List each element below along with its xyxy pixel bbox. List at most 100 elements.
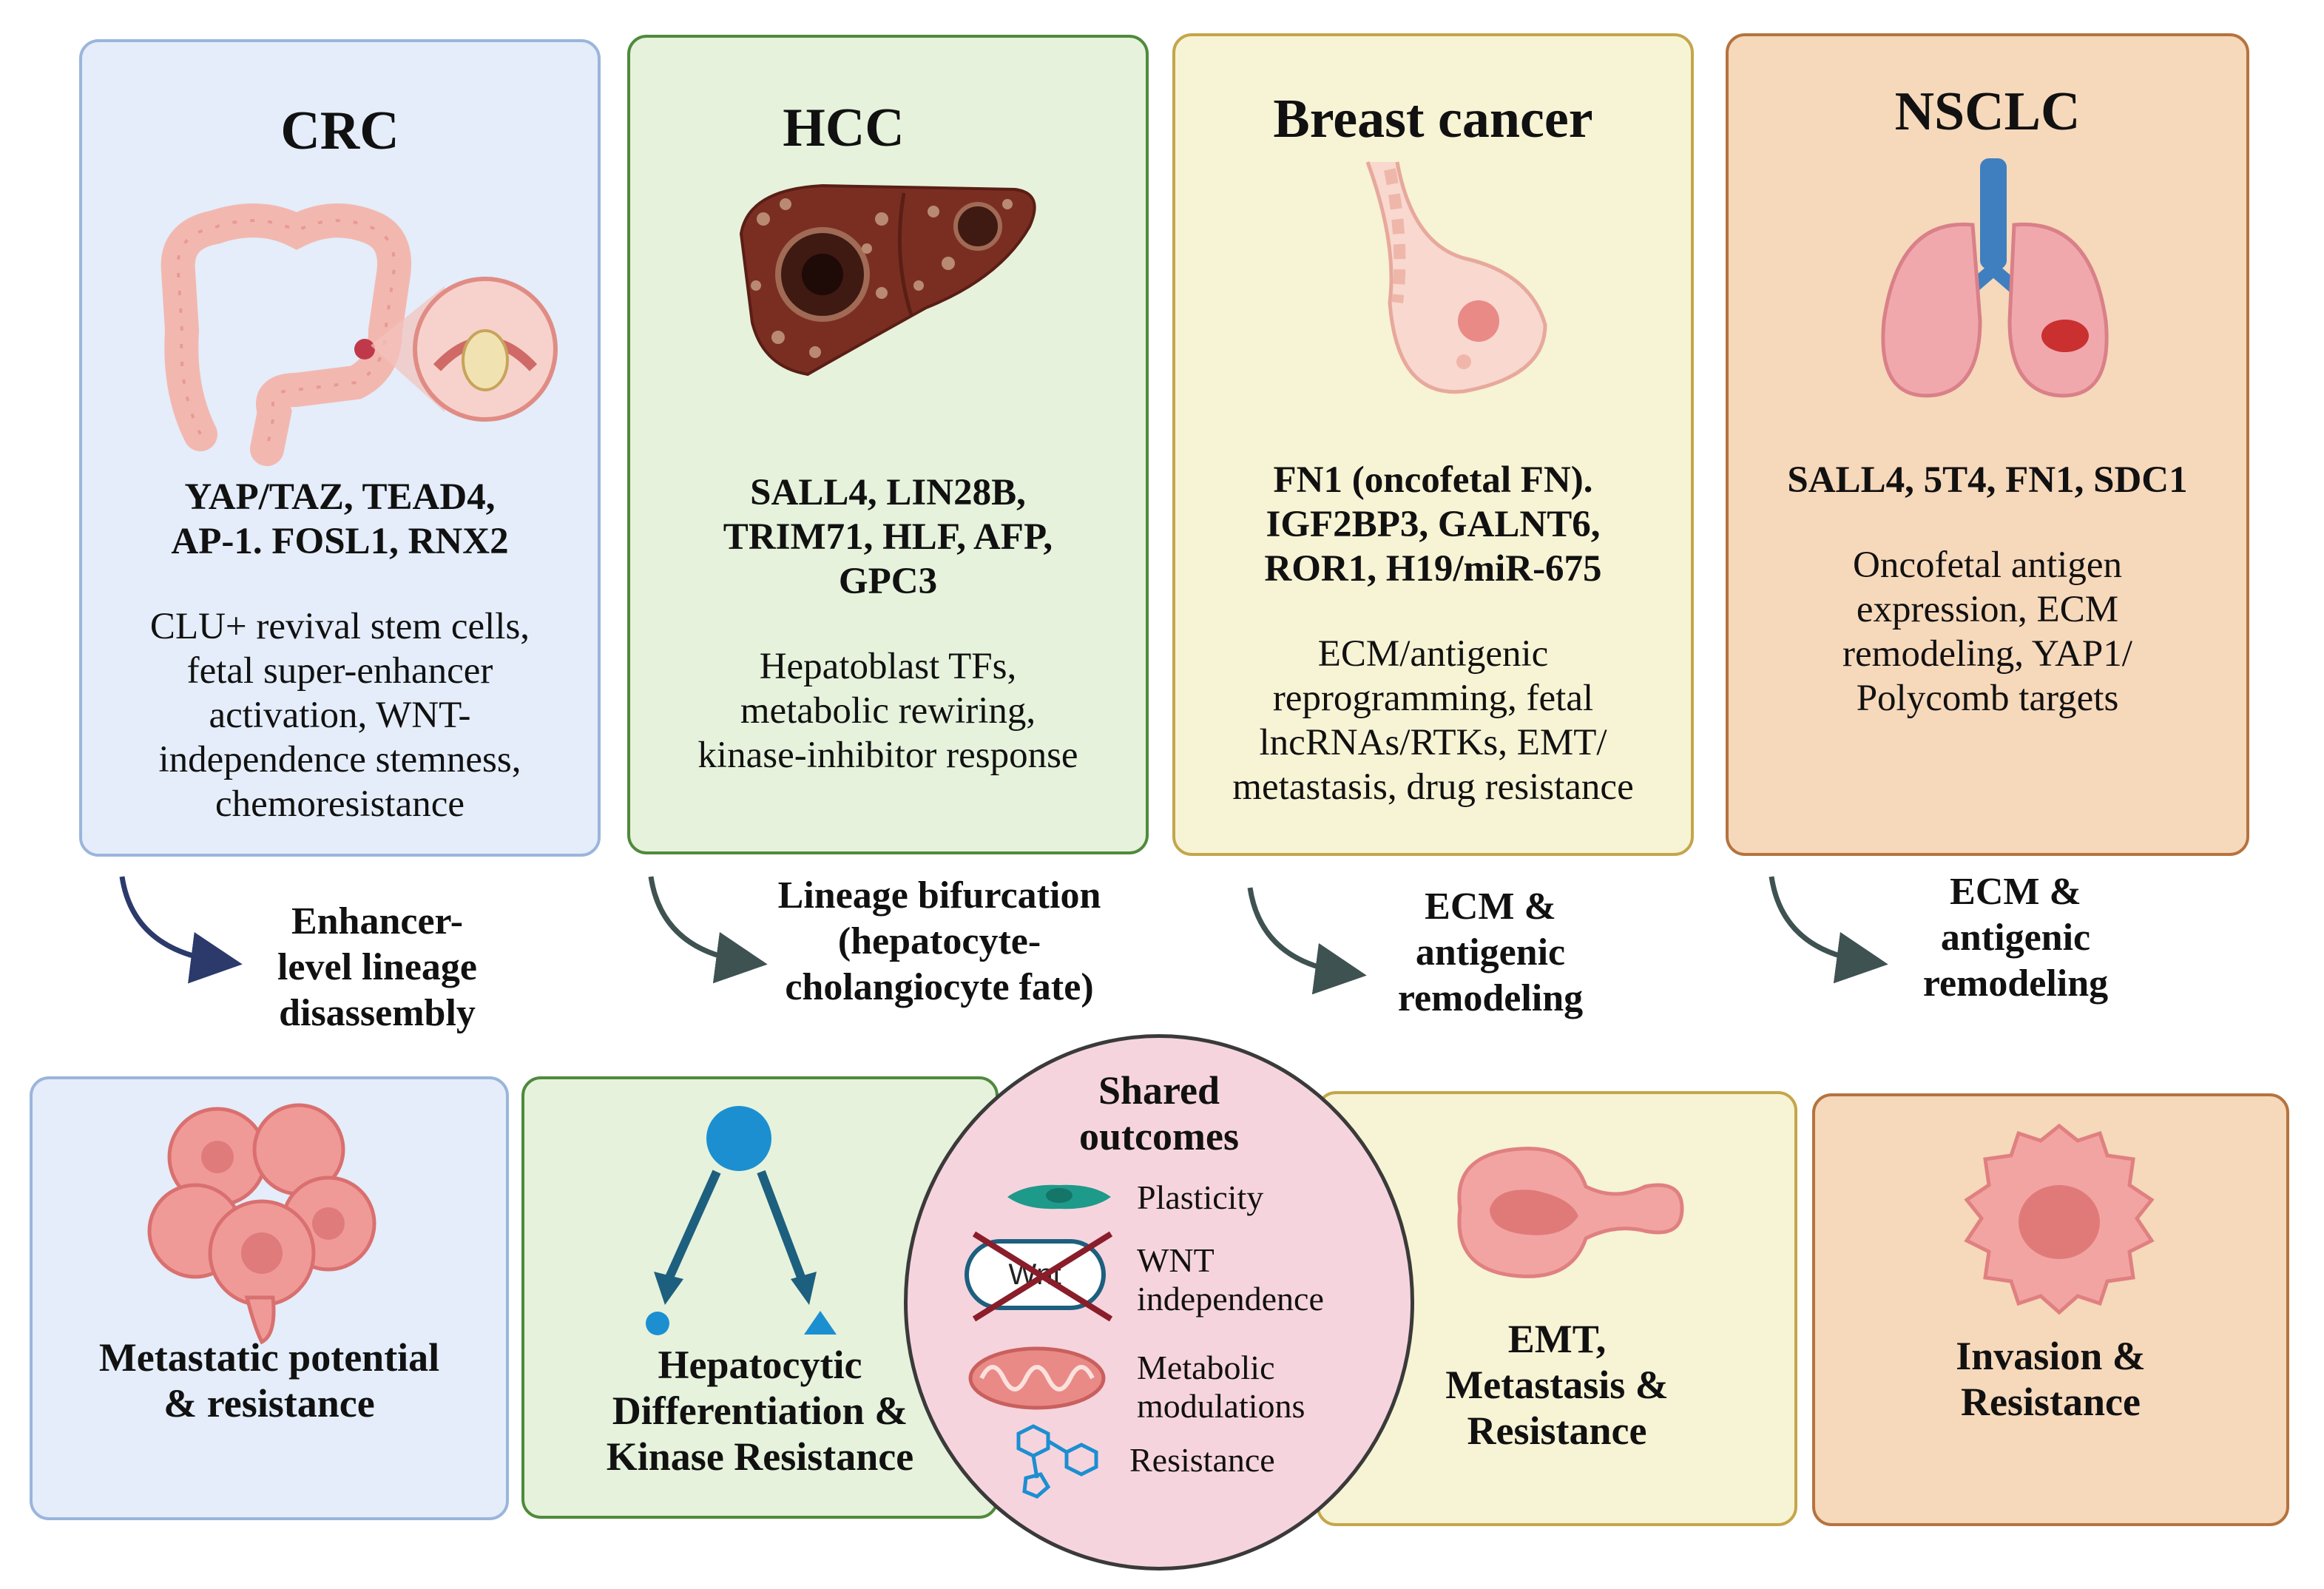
outcome-line: Resistance (1467, 1408, 1647, 1453)
marker-line: AP-1. FOSL1, RNX2 (171, 521, 509, 562)
marker-line: FN1 (oncofetal FN). (1273, 459, 1593, 501)
shared-title-line: outcomes (1079, 1114, 1239, 1158)
transition-line: ECM & (1950, 871, 2081, 913)
hcc-markers: SALL4, LIN28B, TRIM71, HLF, AFP, GPC3 (630, 470, 1146, 604)
breast-cancer-panel: Breast cancer FN1 (oncofetal FN). IGF2BP… (1172, 33, 1694, 856)
transition-line: remodeling (1397, 977, 1584, 1019)
wnt-independence-label: WNT independence (1137, 1241, 1324, 1318)
breast-description: ECM/antigenic reprogramming, fetal lncRN… (1175, 632, 1691, 809)
emt-cell-icon (1457, 1147, 1684, 1278)
hcc-description: Hepatoblast TFs, metabolic rewiring, kin… (630, 644, 1146, 777)
nsclc-panel: NSCLC SALL4, 5T4, FN1, SDC1 Oncofetal an… (1726, 33, 2249, 856)
lineage-bifurcation-icon (646, 1106, 837, 1335)
mitochondrion-icon (968, 1346, 1106, 1410)
transition-line: level lineage (277, 946, 478, 988)
transition-line: ECM & (1425, 885, 1556, 928)
nsclc-transition-label: ECM & antigenic remodeling (1871, 869, 2160, 1007)
hcc-panel: HCC SALL4, LIN28B, TRIM71, HLF, AFP, GPC… (627, 35, 1149, 854)
crc-transition-label: Enhancer- level lineage disassembly (222, 899, 533, 1036)
outcome-line: Metastasis & (1445, 1363, 1669, 1407)
nsclc-outcome-box: Invasion & Resistance (1812, 1093, 2289, 1526)
outcome-line: Hepatocytic (658, 1343, 862, 1387)
description-line: Hepatoblast TFs, (759, 646, 1017, 687)
transition-line: cholangiocyte fate) (785, 966, 1094, 1008)
outcome-line: Kinase Resistance (606, 1434, 914, 1479)
crc-description: CLU+ revival stem cells, fetal super-enh… (82, 604, 598, 826)
description-line: kinase-inhibitor response (697, 735, 1078, 776)
hcc-transition-label: Lineage bifurcation (hepatocyte- cholang… (732, 873, 1146, 1011)
description-line: metastasis, drug resistance (1232, 766, 1634, 808)
shared-outcomes-circle: Shared outcomes Plasticity Wnt WNT indep… (904, 1034, 1414, 1571)
nsclc-arrow (1769, 876, 1888, 984)
description-line: fetal super-enhancer (186, 650, 493, 692)
panel-title: CRC (280, 101, 399, 161)
marker-line: ROR1, H19/miR-675 (1264, 548, 1602, 590)
description-line: Polycomb targets (1856, 678, 2119, 719)
marker-line: IGF2BP3, GALNT6, (1266, 504, 1601, 545)
marker-line: SALL4, 5T4, FN1, SDC1 (1787, 459, 2188, 501)
description-line: CLU+ revival stem cells, (149, 606, 530, 647)
molecule-icon (1016, 1424, 1098, 1499)
panel-title: Breast cancer (1273, 89, 1593, 149)
outcome-line: Resistance (1961, 1380, 2141, 1424)
description-line: reprogramming, fetal (1272, 678, 1594, 719)
crc-panel: CRC YAP/TAZ, TEAD4, AP-1. FOSL1, RNX2 CL… (79, 39, 601, 857)
shared-outcomes-title: Shared outcomes (908, 1067, 1411, 1159)
description-line: chemoresistance (215, 783, 465, 825)
transition-line: antigenic (1415, 931, 1566, 974)
description-line: metabolic rewiring, (740, 690, 1036, 732)
description-line: ECM/antigenic (1317, 633, 1549, 675)
marker-line: YAP/TAZ, TEAD4, (184, 476, 496, 518)
description-line: activation, WNT- (209, 695, 471, 736)
metastatic-cells-icon (147, 1103, 376, 1345)
transition-line: Lineage bifurcation (777, 874, 1101, 917)
marker-line: SALL4, LIN28B, (750, 472, 1026, 513)
crc-outcome-label: Metastatic potential & resistance (33, 1335, 506, 1426)
wnt-label-line: independence (1137, 1280, 1324, 1318)
crc-arrow (119, 876, 243, 984)
liver-illustration-icon (739, 183, 1036, 377)
marker-line: GPC3 (838, 561, 938, 602)
hcc-arrow (648, 876, 768, 984)
transition-line: Enhancer- (291, 900, 464, 942)
panel-title: HCC (783, 98, 905, 158)
crc-markers: YAP/TAZ, TEAD4, AP-1. FOSL1, RNX2 (82, 475, 598, 564)
outcome-line: EMT, (1507, 1317, 1607, 1361)
hcc-outcome-label: Hepatocytic Differentiation & Kinase Res… (524, 1342, 996, 1480)
breast-transition-label: ECM & antigenic remodeling (1346, 884, 1635, 1022)
description-line: expression, ECM (1856, 589, 2119, 630)
plasticity-label: Plasticity (1137, 1178, 1264, 1216)
cell-icon (1007, 1184, 1111, 1210)
metabolic-label-line: modulations (1137, 1387, 1305, 1425)
shared-title-line: Shared (1098, 1068, 1220, 1113)
breast-arrow (1247, 887, 1367, 995)
nsclc-markers: SALL4, 5T4, FN1, SDC1 (1729, 458, 2246, 502)
invasive-cell-icon (1964, 1123, 2155, 1315)
resistance-label: Resistance (1129, 1441, 1275, 1479)
crossed-wnt-icon: Wnt (965, 1231, 1113, 1322)
transition-line: remodeling (1922, 962, 2109, 1005)
metabolic-modulations-label: Metabolic modulations (1137, 1349, 1305, 1426)
nsclc-description: Oncofetal antigen expression, ECM remode… (1729, 543, 2246, 721)
transition-line: disassembly (279, 992, 476, 1034)
description-line: lncRNAs/RTKs, EMT/ (1259, 722, 1607, 763)
transition-line: antigenic (1940, 917, 2091, 959)
wnt-label-line: WNT (1137, 1241, 1215, 1279)
description-line: Oncofetal antigen (1853, 544, 2122, 586)
colon-illustration-icon (161, 203, 558, 466)
outcome-line: & resistance (163, 1381, 375, 1426)
outcome-line: Invasion & (1956, 1334, 2146, 1378)
outcome-line: Metastatic potential (98, 1335, 440, 1380)
breast-outcome-label: EMT, Metastasis & Resistance (1320, 1316, 1794, 1454)
breast-markers: FN1 (oncofetal FN). IGF2BP3, GALNT6, ROR… (1175, 458, 1691, 591)
nsclc-outcome-label: Invasion & Resistance (1815, 1333, 2286, 1425)
transition-line: (hepatocyte- (837, 920, 1041, 962)
description-line: independence stemness, (158, 739, 521, 780)
outcome-line: Differentiation & (612, 1389, 908, 1433)
breast-illustration-icon (1365, 161, 1547, 394)
description-line: remodeling, YAP1/ (1842, 633, 2132, 675)
metabolic-label-line: Metabolic (1137, 1349, 1275, 1386)
panel-title: NSCLC (1894, 81, 2081, 142)
marker-line: TRIM71, HLF, AFP, (723, 516, 1053, 558)
